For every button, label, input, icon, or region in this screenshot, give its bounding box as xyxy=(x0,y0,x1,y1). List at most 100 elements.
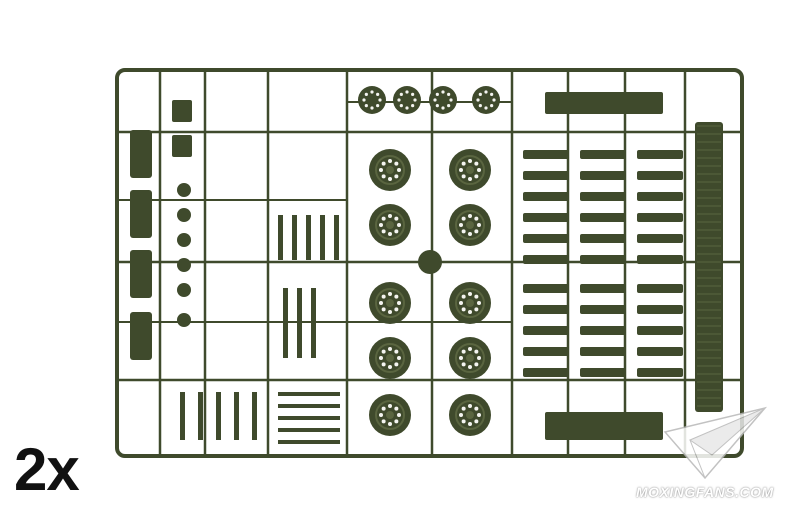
road-wheel-rim xyxy=(455,343,485,373)
track-run-vertical xyxy=(695,122,723,412)
road-wheel-hole xyxy=(394,294,399,299)
track-link xyxy=(637,368,683,377)
rod-part xyxy=(278,440,340,444)
center-hub xyxy=(418,250,442,274)
road-wheel-hole xyxy=(468,347,472,351)
rod-part xyxy=(306,215,311,260)
return-roller-hole xyxy=(476,98,480,102)
return-roller-hole xyxy=(411,104,415,108)
road-wheel-hub xyxy=(466,166,474,174)
track-link xyxy=(523,213,569,222)
rod-part xyxy=(180,392,185,440)
rod-part xyxy=(198,392,203,440)
road-wheel-hole xyxy=(381,349,386,354)
track-link xyxy=(637,171,683,180)
return-roller-hole xyxy=(370,106,374,110)
road-wheel-hole xyxy=(468,177,472,181)
road-wheel-hole xyxy=(394,362,399,367)
road-wheel-hole xyxy=(381,174,386,179)
track-link xyxy=(523,192,569,201)
road-wheel-rim xyxy=(455,288,485,318)
road-wheel-hole xyxy=(474,307,479,312)
rod-part xyxy=(216,392,221,440)
road-wheel-hole xyxy=(474,294,479,299)
road-wheel-hole xyxy=(388,177,392,181)
road-wheel-hole xyxy=(461,419,466,424)
road-wheel-rim xyxy=(455,210,485,240)
small-round-part xyxy=(177,208,191,222)
road-wheel-hole xyxy=(461,349,466,354)
road-wheel-hole xyxy=(381,406,386,411)
track-link xyxy=(523,150,569,159)
road-wheel-hole xyxy=(381,161,386,166)
track-link xyxy=(580,284,626,293)
return-roller-hole xyxy=(399,92,403,96)
road-wheel-hole xyxy=(459,168,463,172)
hull-part xyxy=(130,130,152,178)
road-wheel-hub xyxy=(386,411,394,419)
box-part xyxy=(172,100,192,122)
road-wheel-hole xyxy=(394,216,399,221)
road-wheel-hole xyxy=(394,307,399,312)
track-segment-top xyxy=(545,92,663,114)
road-wheel-hole xyxy=(388,404,392,408)
road-wheel-hole xyxy=(379,301,383,305)
road-wheel-hole xyxy=(477,413,481,417)
road-wheel-hole xyxy=(474,216,479,221)
track-link xyxy=(637,326,683,335)
track-link xyxy=(523,305,569,314)
road-wheel-hub xyxy=(466,411,474,419)
road-wheel-hole xyxy=(397,168,401,172)
track-link xyxy=(580,326,626,335)
road-wheel-hub xyxy=(466,354,474,362)
quantity-label: 2x xyxy=(14,436,80,503)
road-wheel-hole xyxy=(379,223,383,227)
track-link xyxy=(523,234,569,243)
road-wheel-hole xyxy=(474,161,479,166)
return-roller-hole xyxy=(441,90,445,94)
road-wheel-hole xyxy=(461,362,466,367)
rod-part xyxy=(278,428,340,432)
track-link xyxy=(637,150,683,159)
return-roller-hole xyxy=(478,104,482,108)
track-link xyxy=(637,213,683,222)
rod-part xyxy=(311,288,316,358)
watermark-text: MOXINGFANS.COM xyxy=(636,484,774,500)
road-wheel-hole xyxy=(461,307,466,312)
track-link xyxy=(637,255,683,264)
road-wheel-hole xyxy=(468,365,472,369)
road-wheel-hole xyxy=(477,301,481,305)
road-wheel-rim xyxy=(455,400,485,430)
road-wheel-hub xyxy=(386,354,394,362)
track-link xyxy=(580,255,626,264)
road-wheel-hole xyxy=(381,307,386,312)
road-wheel-hole xyxy=(394,161,399,166)
road-wheel-hole xyxy=(379,413,383,417)
track-link xyxy=(580,305,626,314)
hull-part xyxy=(130,250,152,298)
return-roller xyxy=(393,86,421,114)
road-wheel-hole xyxy=(461,229,466,234)
small-round-part xyxy=(177,233,191,247)
road-wheel-hole xyxy=(394,174,399,179)
small-round-part xyxy=(177,183,191,197)
return-roller-hole xyxy=(405,90,409,94)
return-roller-hole xyxy=(449,98,453,102)
return-roller-hole xyxy=(413,98,417,102)
small-parts xyxy=(130,100,340,444)
road-wheel-hole xyxy=(381,294,386,299)
track-segment-bottom xyxy=(545,412,663,440)
road-wheel-hole xyxy=(474,229,479,234)
return-roller-hole xyxy=(364,92,368,96)
road-wheel-hole xyxy=(474,406,479,411)
road-wheel-hole xyxy=(388,214,392,218)
road-wheel-hole xyxy=(381,419,386,424)
return-roller-hole xyxy=(411,92,415,96)
track-links xyxy=(523,92,723,440)
small-round-part xyxy=(177,313,191,327)
return-roller-hole xyxy=(378,98,382,102)
road-wheel-hole xyxy=(468,214,472,218)
track-link xyxy=(637,192,683,201)
return-roller xyxy=(358,86,386,114)
